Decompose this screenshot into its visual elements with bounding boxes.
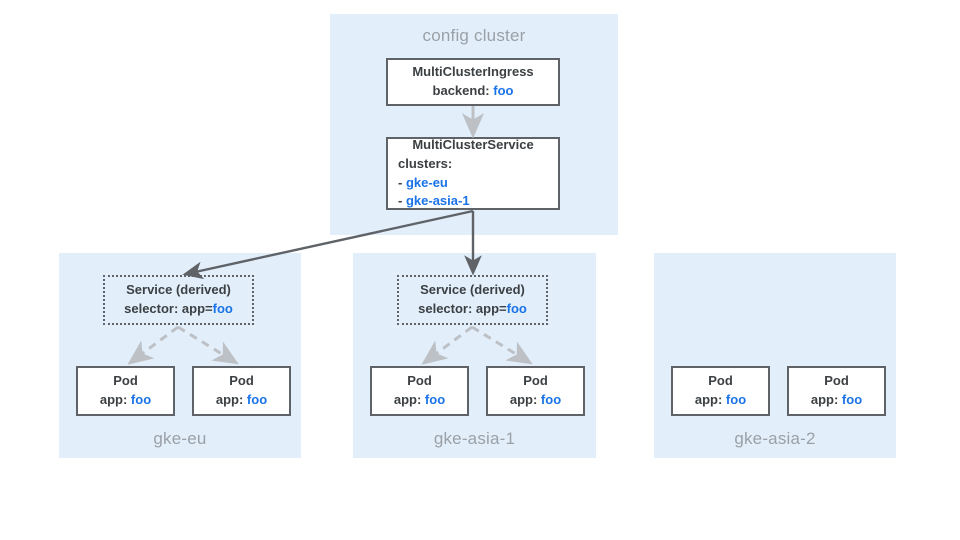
pod-app-label: app: xyxy=(99,392,128,407)
pod-app-label: app: xyxy=(810,392,839,407)
panel-label-config-cluster: config cluster xyxy=(422,26,526,45)
pod-app-value: foo xyxy=(246,392,268,407)
multiclusteringress-backend: backend: foo xyxy=(433,82,514,101)
service-derived-selector: selector: app=foo xyxy=(418,300,527,319)
pod-title: Pod xyxy=(523,373,548,389)
box-pod-gke-asia-2-2[interactable]: Pod app: foo xyxy=(787,366,886,416)
cluster-item-bullet: - xyxy=(398,193,403,209)
box-pod-gke-asia-1-1[interactable]: Pod app: foo xyxy=(370,366,469,416)
pod-app-value: foo xyxy=(841,392,863,407)
pod-app-value: foo xyxy=(725,392,747,407)
pod-app-label: app: xyxy=(393,392,422,407)
service-derived-selector: selector: app=foo xyxy=(124,300,233,319)
multiclusteringress-backend-label: backend: xyxy=(432,83,490,98)
service-selector-value: foo xyxy=(212,301,233,316)
box-pod-gke-asia-2-1[interactable]: Pod app: foo xyxy=(671,366,770,416)
service-selector-value: foo xyxy=(506,301,527,316)
box-multiclusteringress[interactable]: MultiClusterIngress backend: foo xyxy=(386,58,560,106)
pod-app: app: foo xyxy=(811,391,862,410)
pod-app: app: foo xyxy=(100,391,151,410)
pod-app-label: app: xyxy=(215,392,244,407)
pod-app-value: foo xyxy=(424,392,446,407)
pod-app-label: app: xyxy=(694,392,723,407)
cluster-item-bullet: - xyxy=(398,174,403,190)
panel-gke-asia-2: gke-asia-2 xyxy=(654,253,896,458)
service-selector-label: selector: app= xyxy=(418,301,507,316)
multiclusteringress-backend-value: foo xyxy=(493,83,514,98)
pod-app: app: foo xyxy=(394,391,445,410)
service-selector-label: selector: app= xyxy=(124,301,213,316)
pod-app-label: app: xyxy=(509,392,538,407)
service-derived-title: Service (derived) xyxy=(420,282,525,298)
pod-title: Pod xyxy=(229,373,254,389)
panel-label-gke-asia-1: gke-asia-1 xyxy=(433,429,516,448)
service-derived-title: Service (derived) xyxy=(126,282,231,298)
pod-title: Pod xyxy=(824,373,849,389)
box-pod-gke-eu-1[interactable]: Pod app: foo xyxy=(76,366,175,416)
pod-app-value: foo xyxy=(540,392,562,407)
multiclusterservice-title: MultiClusterService xyxy=(412,136,534,152)
pod-title: Pod xyxy=(113,373,138,389)
pod-title: Pod xyxy=(708,373,733,389)
box-multiclusterservice[interactable]: MultiClusterService clusters: - gke-eu -… xyxy=(386,137,560,210)
cluster-item-value: gke-eu xyxy=(405,174,448,190)
panel-label-gke-eu: gke-eu xyxy=(153,429,207,448)
pod-app: app: foo xyxy=(695,391,746,410)
panel-label-gke-asia-2: gke-asia-2 xyxy=(734,429,816,448)
box-service-derived-gke-asia-1[interactable]: Service (derived) selector: app=foo xyxy=(397,275,548,325)
panel-gke-asia-1: gke-asia-1 xyxy=(353,253,596,458)
box-pod-gke-asia-1-2[interactable]: Pod app: foo xyxy=(486,366,585,416)
multiclusterservice-clusters-label: clusters: xyxy=(398,155,453,171)
box-service-derived-gke-eu[interactable]: Service (derived) selector: app=foo xyxy=(103,275,254,325)
pod-app: app: foo xyxy=(510,391,561,410)
multiclusterservice-cluster-item: - gke-asia-1 xyxy=(398,192,470,211)
box-pod-gke-eu-2[interactable]: Pod app: foo xyxy=(192,366,291,416)
pod-app: app: foo xyxy=(216,391,267,410)
pod-app-value: foo xyxy=(130,392,152,407)
multiclusterservice-cluster-item: - gke-eu xyxy=(398,174,448,193)
cluster-item-value: gke-asia-1 xyxy=(405,193,470,209)
multiclusteringress-title: MultiClusterIngress xyxy=(412,64,534,80)
pod-title: Pod xyxy=(407,373,432,389)
